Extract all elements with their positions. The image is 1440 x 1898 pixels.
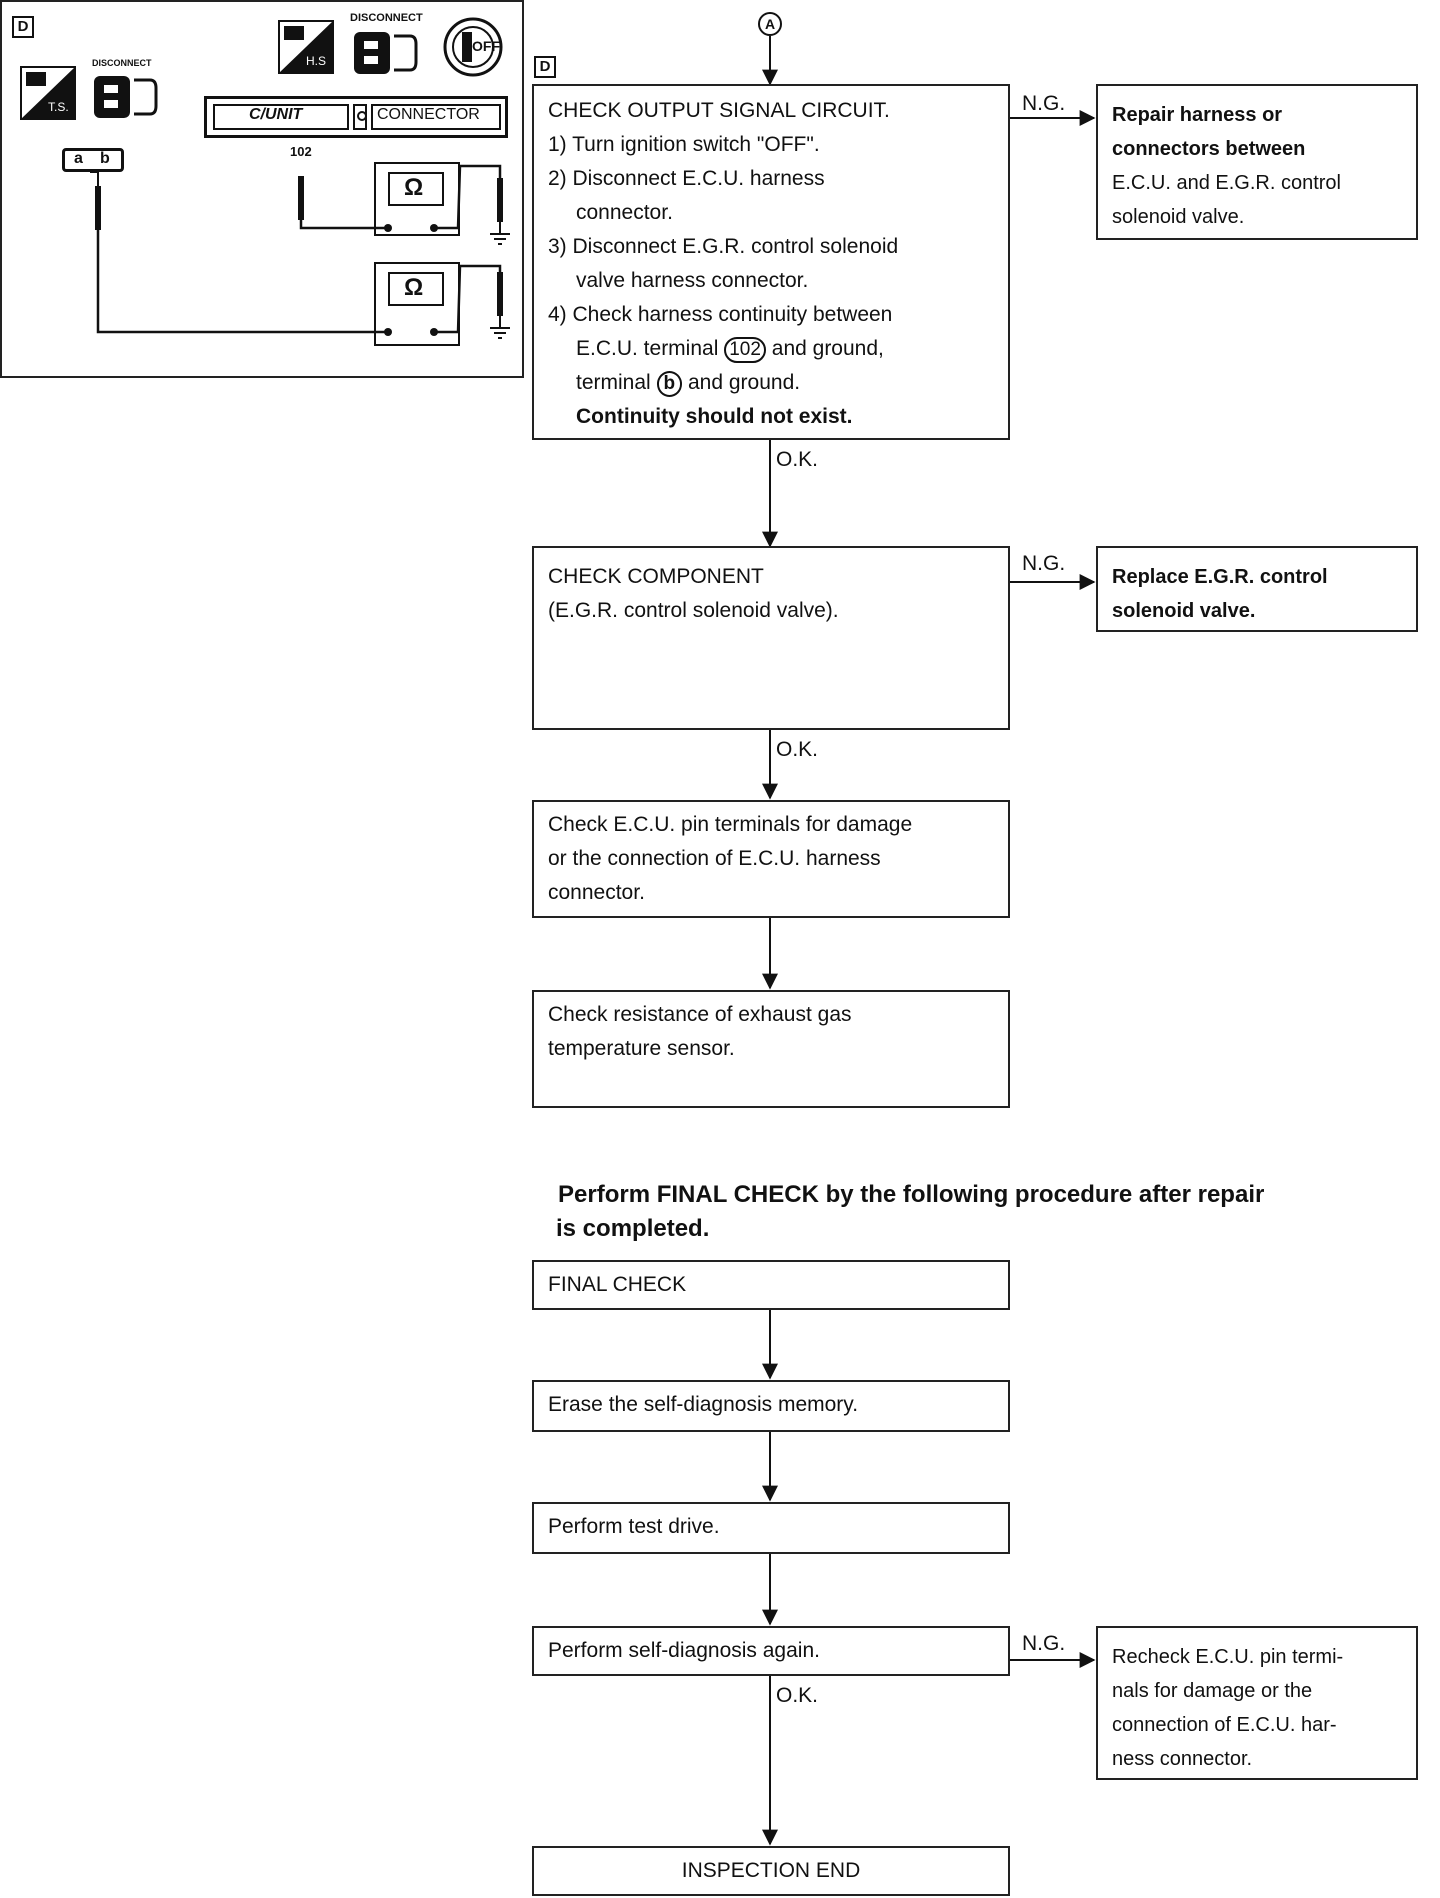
- final-b1: FINAL CHECK: [548, 1273, 687, 1296]
- repair1-l4: solenoid valve.: [1112, 206, 1245, 228]
- box1-step1: 1) Turn ignition switch "OFF".: [548, 133, 820, 156]
- final-note-l2: is completed.: [556, 1215, 710, 1242]
- harness-connector-ab: a b: [62, 148, 124, 172]
- diagram-tag: D: [12, 16, 34, 38]
- box4-l1: Check resistance of exhaust gas: [548, 1003, 852, 1026]
- check-component-box: CHECK COMPONENT (E.G.R. control solenoid…: [532, 546, 1010, 730]
- box1-step4a: 4) Check harness continuity between: [548, 303, 893, 326]
- recheck-ecu-box: Recheck E.C.U. pin termi- nals for damag…: [1096, 1626, 1418, 1780]
- check-ecu-pin-terminals-box: Check E.C.U. pin terminals for damage or…: [532, 800, 1010, 918]
- cunit-label: C/UNIT: [249, 106, 303, 123]
- connector-cell: [371, 104, 501, 130]
- final-check-box: FINAL CHECK: [532, 1260, 1010, 1310]
- box1-step4b-pre: E.C.U. terminal: [576, 337, 719, 360]
- ok-label-final: O.K.: [776, 1684, 819, 1707]
- terminal-b-badge: b: [656, 371, 683, 397]
- inspection-end-label: INSPECTION END: [681, 1859, 861, 1882]
- ts-icon-graphic: [20, 66, 76, 120]
- connector-label: CONNECTOR: [377, 106, 480, 123]
- box1-step4c-pre: terminal: [576, 371, 651, 394]
- ng-label-final: N.G.: [1022, 1632, 1066, 1655]
- cunit-pin-dot: [357, 111, 367, 121]
- recheck-l2: nals for damage or the: [1112, 1680, 1313, 1702]
- final-b2: Erase the self-diagnosis memory.: [548, 1393, 859, 1416]
- terminal-102-badge: 102: [724, 337, 766, 363]
- recheck-l3: connection of E.C.U. har-: [1112, 1714, 1337, 1736]
- final-check-note: Perform FINAL CHECK by the following pro…: [556, 1178, 1265, 1246]
- ts-label: T.S.: [48, 100, 69, 114]
- test-drive-box: Perform test drive.: [532, 1502, 1010, 1554]
- ignition-key-icon: [443, 17, 503, 77]
- replace-solenoid-box: Replace E.G.R. control solenoid valve.: [1096, 546, 1418, 632]
- repair2-l2: solenoid valve.: [1112, 600, 1256, 622]
- ohm-icon-2: Ω: [404, 274, 424, 301]
- repair1-l3: E.C.U. and E.G.R. control: [1112, 172, 1341, 194]
- box2-l2: (E.G.R. control solenoid valve).: [548, 599, 839, 622]
- terminal-102-label: 102: [290, 144, 312, 159]
- check-exhaust-sensor-box: Check resistance of exhaust gas temperat…: [532, 990, 1010, 1108]
- box1-step4b: E.C.U. terminal 102 and ground,: [548, 332, 994, 366]
- box3-l2: or the connection of E.C.U. harness: [548, 847, 881, 870]
- ohmmeter-2-display: [388, 272, 444, 306]
- recheck-l1: Recheck E.C.U. pin termi-: [1112, 1646, 1344, 1668]
- hs-icon-graphic: [278, 20, 334, 74]
- cunit-connector-strip: C/UNIT CONNECTOR: [204, 96, 508, 138]
- box3-l1: Check E.C.U. pin terminals for damage: [548, 813, 913, 836]
- recheck-l4: ness connector.: [1112, 1748, 1253, 1770]
- section-tag: D: [534, 56, 556, 78]
- hs-icon: H.S: [278, 20, 334, 74]
- key-off-label: OFF: [472, 38, 500, 54]
- box1-title: CHECK OUTPUT SIGNAL CIRCUIT.: [548, 99, 890, 122]
- final-b3: Perform test drive.: [548, 1515, 720, 1538]
- ng-label-1: N.G.: [1022, 92, 1066, 115]
- inspection-end-box: INSPECTION END: [532, 1846, 1010, 1896]
- ohmmeter-1-display: [388, 172, 444, 206]
- self-diagnosis-box: Perform self-diagnosis again.: [532, 1626, 1010, 1676]
- repair1-l2: connectors between: [1112, 138, 1306, 160]
- ng-label-2: N.G.: [1022, 552, 1066, 575]
- flow-connector-a: A: [758, 12, 782, 36]
- test-diagram-panel: D T.S. DISCONNECT H.S DISCONNECT: [0, 0, 524, 378]
- box1-step3a: 3) Disconnect E.G.R. control solenoid: [548, 235, 899, 258]
- box1-step4b-post: and ground,: [771, 337, 884, 360]
- disconnect-small-label: DISCONNECT: [92, 58, 152, 68]
- disconnect-connector-icon-small: [94, 76, 158, 118]
- box2-l1: CHECK COMPONENT: [548, 565, 764, 588]
- repair-harness-box: Repair harness or connectors between E.C…: [1096, 84, 1418, 240]
- ok-label-2: O.K.: [776, 738, 819, 761]
- erase-memory-box: Erase the self-diagnosis memory.: [532, 1380, 1010, 1432]
- connector-pin-b: b: [100, 150, 110, 167]
- ts-icon: T.S.: [20, 66, 76, 120]
- box3-l3: connector.: [548, 881, 645, 904]
- ok-label-1: O.K.: [776, 448, 819, 471]
- repair2-l1: Replace E.G.R. control: [1112, 566, 1328, 588]
- final-b4: Perform self-diagnosis again.: [548, 1639, 820, 1662]
- box1-step4d: Continuity should not exist.: [576, 405, 853, 428]
- box1-step3b: valve harness connector.: [576, 269, 809, 292]
- check-output-signal-circuit-box: CHECK OUTPUT SIGNAL CIRCUIT. 1) Turn ign…: [532, 84, 1010, 440]
- box1-step2b: connector.: [576, 201, 673, 224]
- disconnect-connector-icon: [354, 32, 418, 74]
- disconnect-top-label: DISCONNECT: [350, 12, 423, 24]
- test-leads: [90, 164, 510, 339]
- box1-step2a: 2) Disconnect E.C.U. harness: [548, 167, 825, 190]
- box1-step4c-post: and ground.: [688, 371, 801, 394]
- box1-step4c: terminal b and ground.: [548, 366, 994, 400]
- hs-label: H.S: [306, 54, 327, 68]
- box4-l2: temperature sensor.: [548, 1037, 735, 1060]
- connector-pin-a: a: [74, 150, 83, 167]
- ohm-icon-1: Ω: [404, 174, 424, 201]
- final-note-l1: Perform FINAL CHECK by the following pro…: [558, 1181, 1265, 1208]
- flow-connector-a-label: A: [764, 16, 776, 32]
- cunit-cell: [213, 104, 349, 130]
- repair1-l1: Repair harness or: [1112, 104, 1283, 126]
